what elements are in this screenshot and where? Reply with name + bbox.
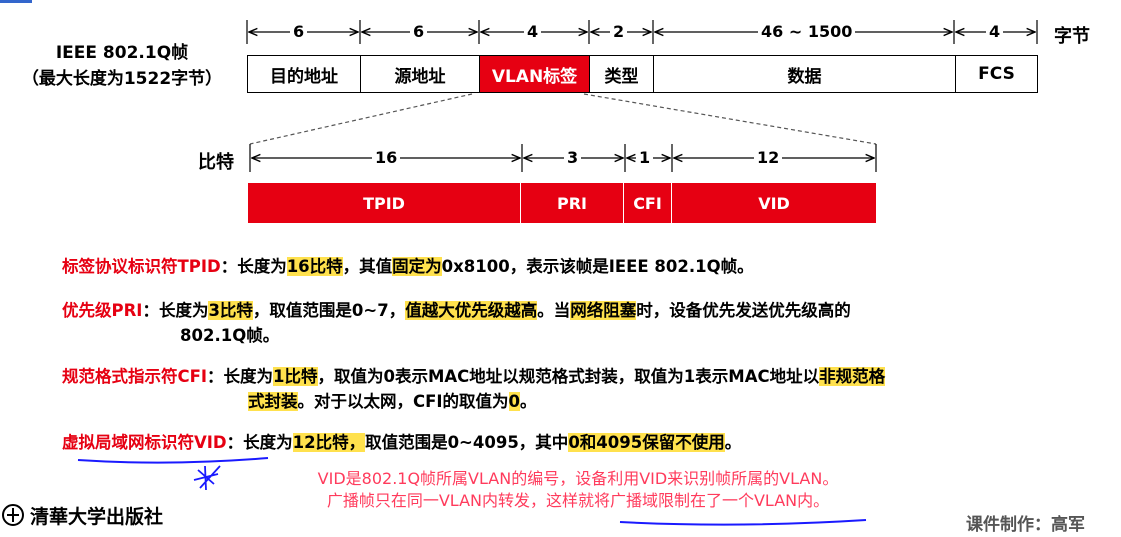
bit-size-pri: 3 bbox=[564, 148, 582, 167]
courseware-credit: 课件制作：高军 bbox=[966, 515, 1085, 535]
byte-size-dest: 6 bbox=[290, 22, 308, 41]
publisher-logo: 清華大学出版社 bbox=[2, 500, 163, 530]
field-src-address: 源地址 bbox=[360, 56, 479, 92]
desc-cfi-label: 规范格式指示符CFI bbox=[62, 367, 208, 386]
highlight: 网络阻塞 bbox=[570, 301, 637, 320]
frame-title-line1: IEEE 802.1Q帧 bbox=[55, 43, 189, 63]
desc-text: 。 bbox=[520, 392, 537, 411]
field-dest-address: 目的地址 bbox=[247, 56, 360, 92]
desc-text: ：长度为 bbox=[220, 257, 287, 276]
frame-title: IEEE 802.1Q帧 （最大长度为1522字节） bbox=[8, 40, 236, 92]
desc-pri-line2: 802.1Q帧。 bbox=[180, 326, 280, 345]
tag-field-vid: VID bbox=[758, 193, 790, 213]
desc-pri-label: 优先级PRI bbox=[62, 301, 143, 320]
frame-fields: 目的地址 源地址 VLAN标签 类型 数据 FCS bbox=[247, 55, 1038, 93]
bit-unit-label: 比特 bbox=[198, 152, 234, 173]
desc-text: 时，设备优先发送优先级高的 bbox=[636, 301, 851, 320]
field-vlan-tag: VLAN标签 bbox=[479, 56, 589, 92]
desc-text: ，取值为0表示MAC地址以规范格式封装，取值为1表示MAC地址以 bbox=[317, 367, 820, 386]
desc-pri: 优先级PRI：长度为3比特，取值范围是0~7，值越大优先级越高。当网络阻塞时，设… bbox=[62, 298, 851, 348]
highlight: 12比特， bbox=[292, 433, 366, 452]
desc-vid-label: 虚拟局域网标识符VID bbox=[62, 433, 227, 452]
byte-size-vlan: 4 bbox=[524, 22, 542, 41]
vid-note-line1: VID是802.1Q帧所属VLAN的编号，设备利用VID来识别帧所属的VLAN。 bbox=[317, 469, 839, 488]
desc-text: ：长度为 bbox=[142, 301, 209, 320]
desc-text: ，取值范围是0~7， bbox=[252, 301, 406, 320]
byte-size-data: 46 ~ 1500 bbox=[758, 22, 856, 41]
byte-unit-label: 字节 bbox=[1054, 26, 1090, 47]
field-fcs: FCS bbox=[955, 56, 1038, 92]
tag-field-tpid: TPID bbox=[248, 183, 521, 223]
desc-text: ，其值 bbox=[342, 257, 393, 276]
highlight: 1比特 bbox=[273, 367, 318, 386]
seal-icon bbox=[2, 504, 24, 526]
desc-vid: 虚拟局域网标识符VID：长度为12比特，取值范围是0~4095，其中0和4095… bbox=[62, 430, 741, 455]
field-data: 数据 bbox=[653, 56, 955, 92]
tag-field-cfi: CFI bbox=[624, 183, 672, 223]
highlight: 固定为 bbox=[392, 257, 442, 276]
highlight: 16比特 bbox=[286, 257, 343, 276]
desc-cfi: 规范格式指示符CFI：长度为1比特，取值为0表示MAC地址以规范格式封装，取值为… bbox=[62, 364, 886, 414]
vid-note: VID是802.1Q帧所属VLAN的编号，设备利用VID来识别帧所属的VLAN。… bbox=[268, 468, 888, 512]
highlight: 非规范格 bbox=[819, 367, 886, 386]
byte-size-src: 6 bbox=[410, 22, 428, 41]
bit-size-cfi: 1 bbox=[636, 148, 654, 167]
byte-size-type: 2 bbox=[610, 22, 628, 41]
expansion-dashed-lines bbox=[249, 93, 877, 145]
frame-title-line2: （最大长度为1522字节） bbox=[21, 69, 223, 89]
desc-text: 。当 bbox=[537, 301, 571, 320]
highlight: 0 bbox=[508, 392, 521, 411]
highlight: 0和4095保留不使用 bbox=[568, 433, 725, 452]
desc-text: 。对于以太网，CFI的取值为 bbox=[297, 392, 509, 411]
bit-size-vid: 12 bbox=[754, 148, 783, 167]
desc-tpid: 标签协议标识符TPID：长度为16比特，其值固定为0x8100，表示该帧是IEE… bbox=[62, 254, 754, 279]
desc-text: 取值范围是0~4095，其中 bbox=[365, 433, 569, 452]
desc-text: ：长度为 bbox=[226, 433, 293, 452]
highlight: 式封装 bbox=[248, 392, 298, 411]
field-type: 类型 bbox=[589, 56, 653, 92]
publisher-name: 清華大学出版社 bbox=[30, 505, 164, 528]
highlight: 值越大优先级越高 bbox=[405, 301, 538, 320]
corner-mark bbox=[0, 0, 32, 3]
desc-tpid-label: 标签协议标识符TPID bbox=[62, 257, 221, 276]
tag-field-pri: PRI bbox=[521, 183, 624, 223]
byte-dimension-lines bbox=[246, 20, 1038, 44]
vlan-tag-fields: TPID PRI CFI VID bbox=[248, 183, 876, 223]
vid-note-line2: 广播帧只在同一VLAN内转发，这样就将广播域限制在了一个VLAN内。 bbox=[326, 491, 830, 510]
highlight: 3比特 bbox=[208, 301, 253, 320]
byte-size-fcs: 4 bbox=[986, 22, 1004, 41]
desc-text: ：长度为 bbox=[207, 367, 274, 386]
desc-text: 。 bbox=[724, 433, 742, 452]
desc-text: 0x8100，表示该帧是IEEE 802.1Q帧。 bbox=[441, 257, 754, 276]
bit-size-tpid: 16 bbox=[372, 148, 401, 167]
